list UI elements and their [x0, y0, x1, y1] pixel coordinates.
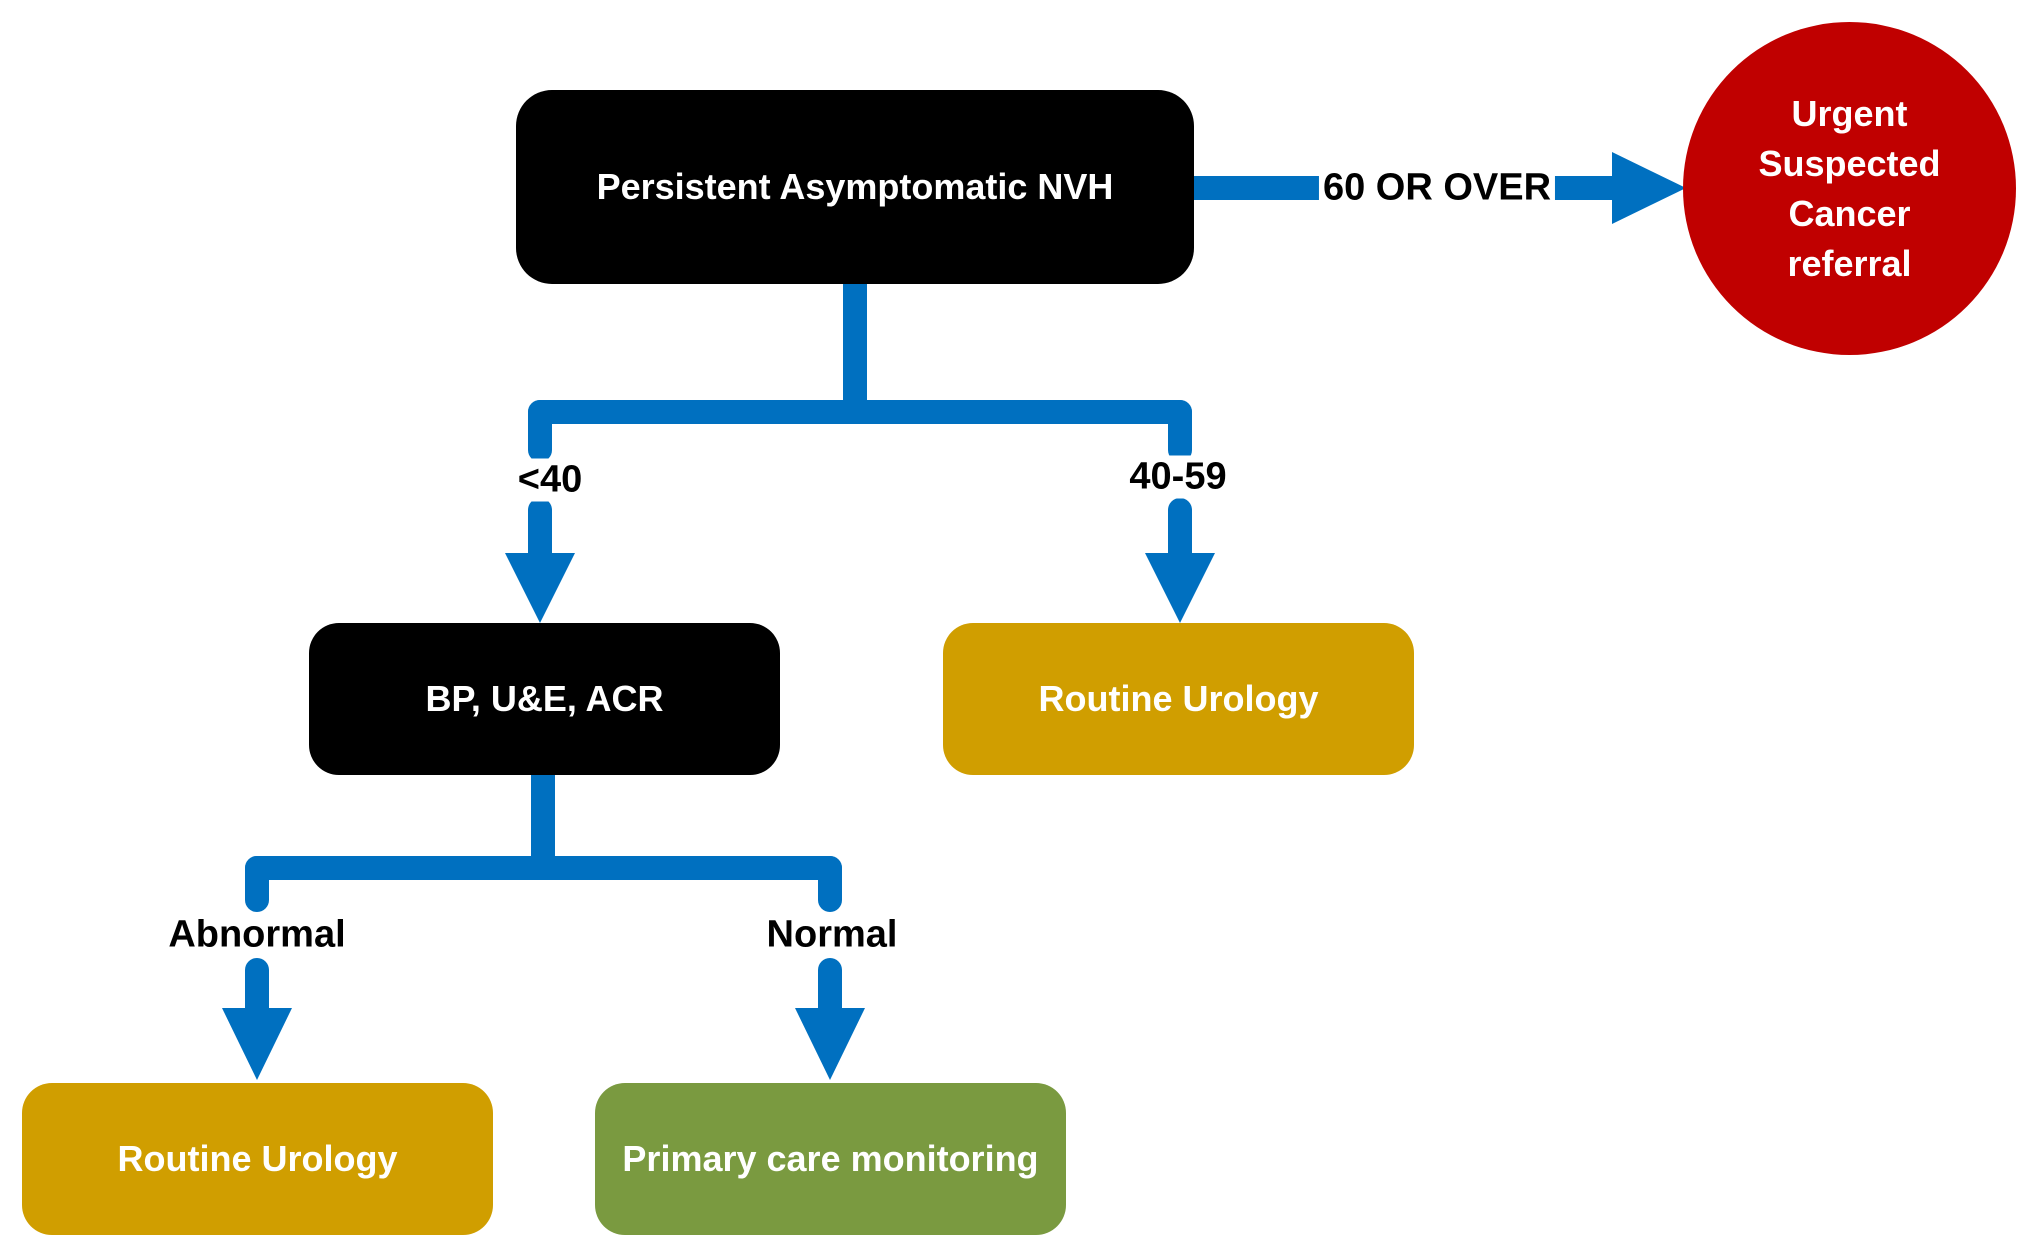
tests-node-label: BP, U&E, ACR: [425, 678, 664, 719]
primary-care-label: Primary care monitoring: [622, 1138, 1039, 1179]
start-node: Persistent Asymptomatic NVH: [516, 90, 1194, 284]
arrowhead-to-urgent: [1612, 152, 1686, 224]
arrowhead-to-primary-care: [795, 1008, 865, 1080]
urgent-referral-label: Urgent Suspected Cancer referral: [1758, 92, 1941, 284]
arrowhead-to-tests: [505, 553, 575, 623]
routine-urology-bottom-label: Routine Urology: [117, 1138, 398, 1179]
tests-node: BP, U&E, ACR: [309, 623, 780, 775]
routine-urology-top-node: Routine Urology: [943, 623, 1414, 775]
arrowhead-to-routine-top: [1145, 553, 1215, 623]
edge-label-60-or-over: 60 OR OVER: [1318, 166, 1556, 210]
routine-urology-top-label: Routine Urology: [1038, 678, 1319, 719]
edge-label-under-40: <40: [513, 458, 587, 502]
primary-care-node: Primary care monitoring: [595, 1083, 1066, 1235]
start-node-label: Persistent Asymptomatic NVH: [596, 166, 1114, 207]
edge-label-normal: Normal: [762, 913, 902, 957]
edge-label-40-59: 40-59: [1125, 455, 1231, 499]
routine-urology-bottom-node: Routine Urology: [22, 1083, 493, 1235]
arrowhead-to-routine-bottom: [222, 1008, 292, 1080]
edge-label-abnormal: Abnormal: [164, 913, 350, 957]
urgent-referral-node: Urgent Suspected Cancer referral: [1683, 22, 2016, 355]
